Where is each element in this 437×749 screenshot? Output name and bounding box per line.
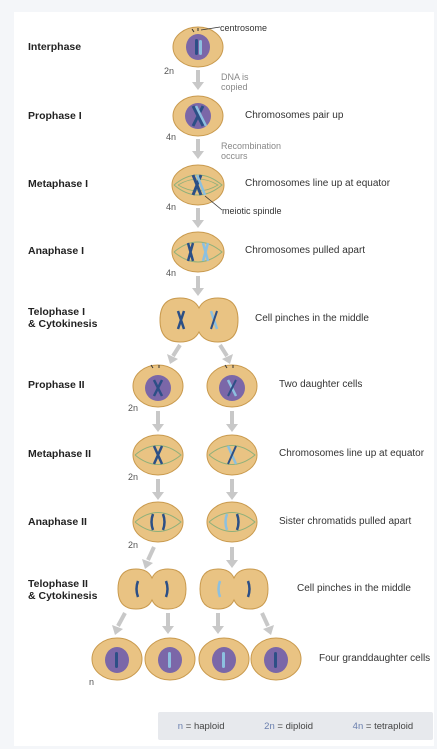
anaphase-1-cell [172, 232, 224, 272]
anaphase-2-cells [133, 502, 257, 542]
metaphase-1-cell [172, 165, 224, 210]
interphase-cell [173, 27, 223, 67]
granddaughter-cells [92, 638, 301, 680]
prophase-2-cells [133, 365, 257, 407]
metaphase-2-cells [133, 435, 257, 475]
prophase-1-cell [173, 96, 223, 136]
stage-arrows [118, 70, 268, 626]
telophase-1-cell [160, 298, 238, 342]
telophase-2-cells [118, 569, 268, 609]
